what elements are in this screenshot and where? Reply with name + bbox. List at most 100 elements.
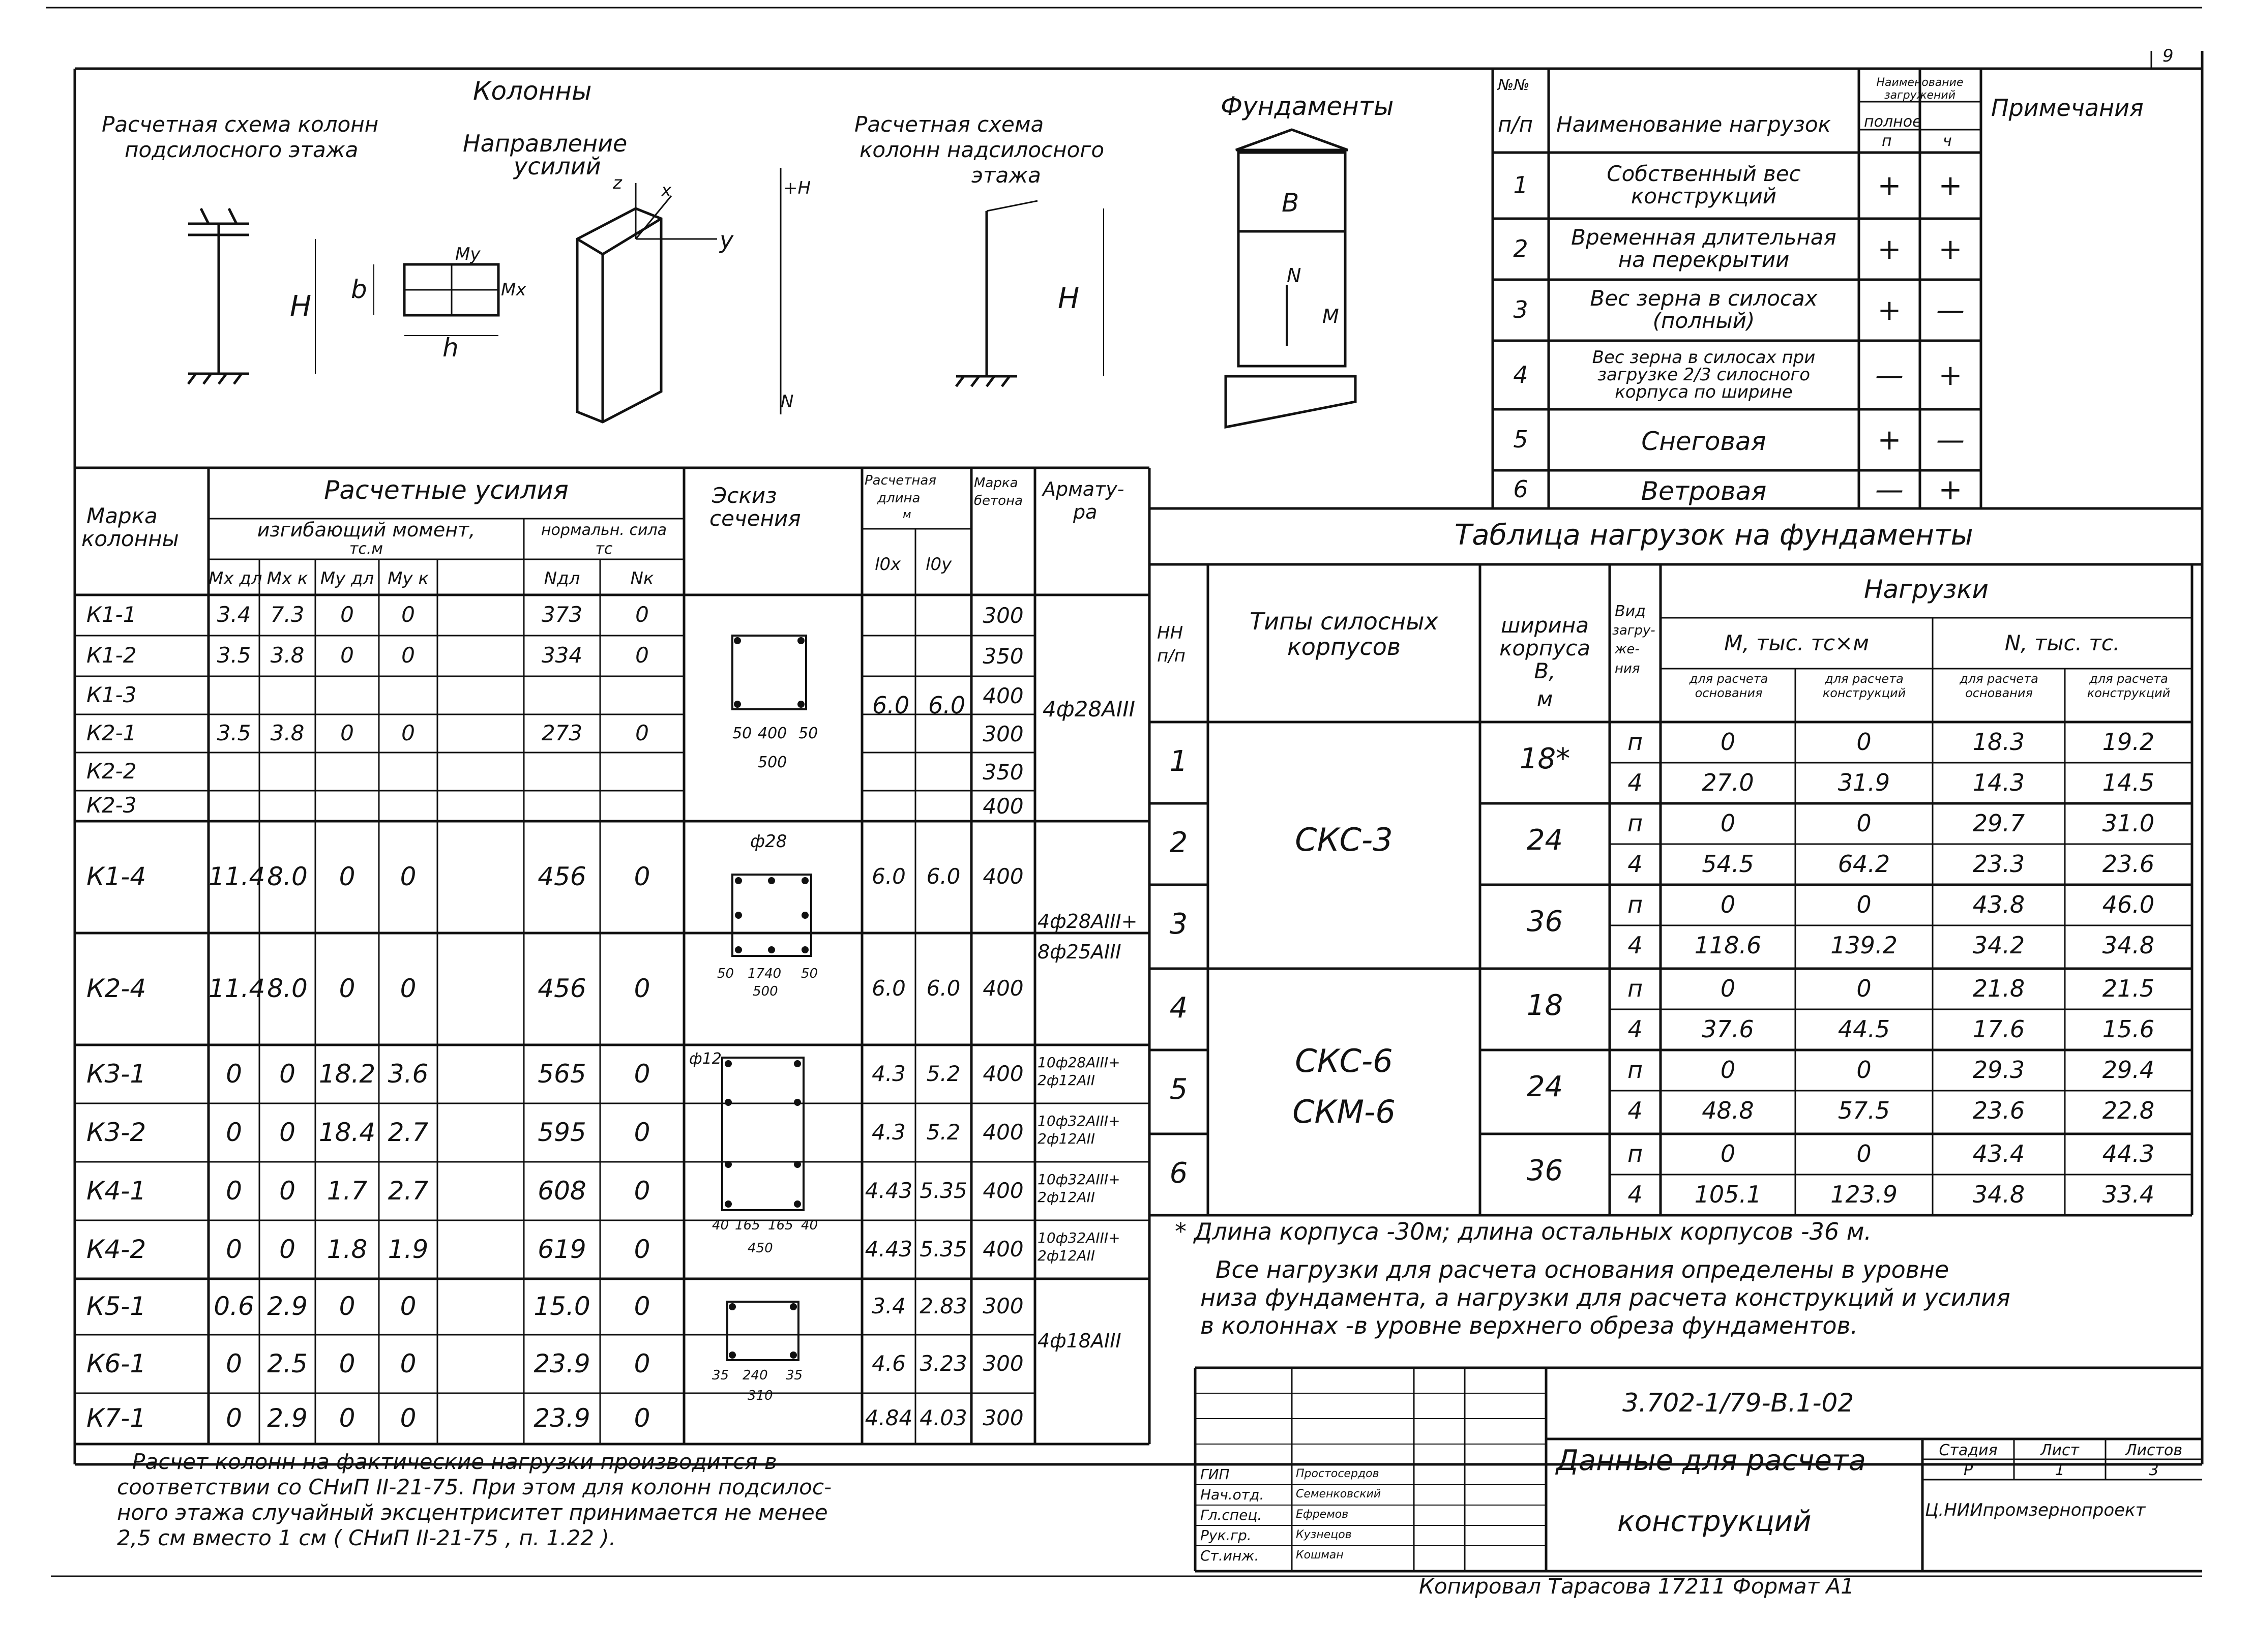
column-value: 3.5 (217, 720, 251, 745)
g3-dim-4: 40 (801, 1218, 818, 1233)
column-concrete: 400 (983, 1061, 1024, 1086)
column-ly: 5.35 (920, 1236, 967, 1261)
column-value: 0 (226, 1059, 242, 1089)
found-type-ckm6: СКМ-6 (1292, 1093, 1396, 1130)
found-kind-3: же- (1615, 642, 1640, 657)
label-B: B (1282, 188, 1299, 218)
column-mark: К3-1 (86, 1059, 146, 1089)
found-value: 29.4 (2102, 1056, 2155, 1084)
stamp-name: Простосердов (1296, 1467, 1379, 1480)
column-value: 0 (400, 1403, 417, 1433)
found-value: 14.3 (1972, 769, 2025, 796)
found-width-3: В, (1534, 658, 1556, 683)
column-mark: К6-1 (86, 1348, 146, 1378)
rebar-dots (725, 637, 809, 1359)
loads-row-ch: — (1936, 424, 1965, 457)
loads-row-ch: + (1938, 358, 1963, 392)
found-value: 29.3 (1972, 1056, 2025, 1084)
column-mark: К4-2 (86, 1234, 146, 1264)
found-value: 0 (1856, 728, 1872, 756)
found-types-2: корпусов (1287, 633, 1401, 660)
loads-row-name: Временная длительная (1571, 225, 1836, 250)
stamp-copied: Копировал Тарасова 17211 Формат А1 (1419, 1574, 1854, 1599)
loads-note-header: Примечания (1991, 94, 2144, 122)
stamp-name: Кузнецов (1296, 1528, 1352, 1541)
label-y: y (720, 226, 734, 254)
loads-row-name: корпуса по ширине (1615, 381, 1793, 402)
normal-units: тс (595, 540, 613, 558)
stamp-org: Ц.НИИпромзернопроект (1925, 1500, 2146, 1520)
column-value: 0 (401, 643, 415, 668)
column-ly: 2.83 (920, 1294, 967, 1318)
column-value: 0 (279, 1234, 295, 1264)
column-value: 0 (401, 602, 415, 627)
found-value: 29.7 (1972, 809, 2025, 837)
loads-row-name: загрузке 2/3 силосного (1597, 364, 1811, 385)
column-value: 0 (634, 1234, 650, 1264)
column-concrete: 400 (983, 1119, 1024, 1145)
label-z: z (613, 173, 622, 193)
found-nn: 1 (1169, 745, 1188, 778)
page-number: 9 (2162, 46, 2174, 66)
found-sub-3: для расчета основания (1960, 672, 2038, 700)
stamp-role: Ст.инж. (1200, 1547, 1259, 1564)
g4-dim-1: 35 (712, 1368, 729, 1383)
column-mark: К2-4 (86, 974, 146, 1003)
found-value: 15.6 (2102, 1015, 2155, 1043)
column-lx: 4.3 (872, 1119, 906, 1145)
label-Mx: Mx (501, 280, 526, 300)
column-lx: 4.43 (865, 1236, 913, 1261)
found-value: 0 (1720, 728, 1736, 756)
stamp-name: Семенковский (1296, 1488, 1381, 1500)
column-concrete: 300 (983, 721, 1024, 746)
stamp-role: Рук.гр. (1200, 1527, 1252, 1544)
found-value: 37.6 (1702, 1015, 1754, 1043)
stamp-stage: Р (1963, 1461, 1973, 1479)
found-value: 14.5 (2102, 769, 2155, 796)
found-value: 43.4 (1972, 1140, 2025, 1167)
found-kind: 4 (1627, 1181, 1643, 1208)
stamp-sheet-h: Лист (2040, 1441, 2080, 1459)
column-mark: К1-3 (86, 682, 137, 707)
loads-row-name: Вес зерна в силосах (1590, 286, 1818, 311)
calc-scheme-upper-line2: колонн надсилосного (860, 137, 1105, 162)
column-value: 0 (226, 1234, 242, 1264)
col-footnote-3: ного этажа случайный эксцентриситет прин… (117, 1500, 828, 1525)
found-value: 19.2 (2102, 728, 2155, 756)
found-value: 64.2 (1838, 850, 1890, 878)
stamp-code: 3.702-1/79-В.1-02 (1622, 1388, 1854, 1418)
column-mark: К1-2 (86, 643, 137, 668)
found-value: 23.6 (1972, 1097, 2025, 1124)
found-kind-4: ния (1615, 661, 1640, 676)
found-nn-1: НН (1157, 623, 1183, 643)
loads-row-num: 3 (1513, 296, 1528, 323)
g4-dim-2: 240 (743, 1368, 768, 1383)
column-mark: К1-4 (86, 862, 146, 891)
column-value: 619 (538, 1234, 586, 1264)
g2-dim-1: 50 (717, 966, 734, 981)
foundations-title: Фундаменты (1221, 92, 1394, 121)
label-N-found: N (1287, 264, 1301, 287)
found-value: 34.2 (1972, 932, 2025, 959)
loads-kind-header: Наименование загружений (1876, 76, 1964, 102)
found-value: 0 (1856, 975, 1872, 1002)
column-value: 0 (401, 720, 415, 745)
column-value: 0 (634, 1117, 650, 1147)
found-value: 0 (1856, 809, 1872, 837)
found-value: 33.4 (2102, 1181, 2155, 1208)
found-value: 23.3 (1972, 850, 2025, 878)
column-value: 0 (339, 862, 355, 891)
found-kind: п (1627, 728, 1643, 756)
g3-dim-2: 165 (735, 1218, 760, 1233)
label-b: b (351, 275, 367, 304)
column-value: 0 (634, 1403, 650, 1433)
column-lx: 4.84 (865, 1405, 913, 1430)
column-value: 0 (226, 1117, 242, 1147)
found-type-cks3: СКС-3 (1295, 821, 1393, 858)
loads-row-num: 1 (1513, 171, 1528, 199)
found-value: 43.8 (1972, 891, 2025, 918)
found-sub-1: для расчета основания (1689, 672, 1768, 700)
g4-dim-3: 35 (786, 1368, 803, 1383)
column-value: 0 (635, 602, 649, 627)
column-concrete: 400 (983, 683, 1024, 708)
